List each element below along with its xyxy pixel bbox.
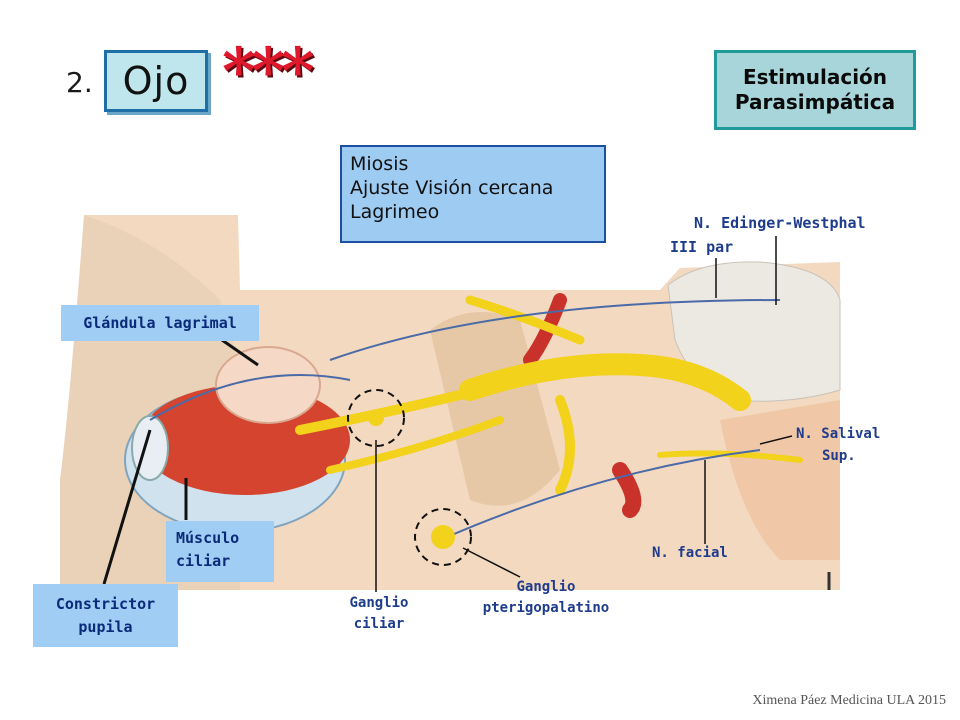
topic-title: Ojo xyxy=(122,59,190,103)
label-ciliary-muscle-line-1: Músculo xyxy=(176,529,240,547)
lacrimal-gland-shape xyxy=(215,346,321,424)
effects-box: Miosis Ajuste Visión cercana Lagrimeo xyxy=(340,145,606,243)
stimulation-line-2: Parasimpática xyxy=(734,90,896,114)
label-pupil-constrictor-line-1: Constrictor xyxy=(55,595,156,613)
label-facial-nerve: N. facial xyxy=(652,545,728,561)
label-lacrimal-gland-text: Glándula lagrimal xyxy=(83,314,237,332)
label-ciliary-muscle-line-2: ciliar xyxy=(176,551,231,570)
topic-title-box: Ojo xyxy=(104,50,208,112)
ciliary-ganglion-dot xyxy=(368,410,384,426)
bone-shade-2 xyxy=(720,400,840,560)
nerve-upper xyxy=(465,295,585,345)
label-pupil-constrictor-line-2: pupila xyxy=(78,617,133,636)
label-pterygo-line-2: pterigopalatino xyxy=(482,600,610,616)
pterygo-ganglion-circle xyxy=(414,508,472,566)
label-pterygopalatine-ganglion: Ganglio pterigopalatino xyxy=(480,577,612,619)
artery-2 xyxy=(612,462,642,518)
label-salivary-nucleus-line-1: N. Salival xyxy=(796,426,881,442)
label-ciliary-ganglion-line-1: Ganglio xyxy=(349,595,409,611)
label-pterygo-line-1: Ganglio xyxy=(516,579,576,595)
effect-item: Lagrimeo xyxy=(350,200,440,223)
footer-credit: Ximena Páez Medicina ULA 2015 xyxy=(752,693,946,708)
importance-stars: *** xyxy=(222,34,314,109)
label-ciliary-muscle: Músculo ciliar xyxy=(166,521,274,582)
nerve-oculomotor xyxy=(329,299,781,361)
stimulation-line-1: Estimulación xyxy=(742,65,888,89)
effect-item: Miosis xyxy=(350,153,409,175)
stimulation-type-box: Estimulación Parasimpática xyxy=(714,50,916,130)
nerve-blue-3 xyxy=(439,449,761,541)
trigeminal-nerve xyxy=(459,353,751,411)
leader-lacrimal xyxy=(221,338,259,367)
label-edinger-westphal: N. Edinger-Westphal xyxy=(694,214,866,232)
nerve-branch-3 xyxy=(555,395,575,495)
ciliary-ganglion-circle xyxy=(347,389,405,447)
label-pupil-constrictor: Constrictor pupila xyxy=(33,584,178,647)
label-lacrimal-gland: Glándula lagrimal xyxy=(61,305,259,341)
label-third-cranial-nerve: III par xyxy=(670,238,734,256)
leader-pterygo xyxy=(462,547,521,578)
label-ciliary-ganglion: Ganglio ciliar xyxy=(344,593,414,635)
artery xyxy=(523,293,567,367)
effect-item: Ajuste Visión cercana xyxy=(350,176,554,199)
leader-constrictor xyxy=(102,429,152,585)
nerve-facial xyxy=(657,450,803,463)
pterygo-ganglion-dot xyxy=(431,525,455,549)
label-ciliary-ganglion-line-2: ciliar xyxy=(353,616,405,632)
nerve-blue-2 xyxy=(149,374,351,421)
nerve-branch-1 xyxy=(295,385,485,435)
nerve-branch-2 xyxy=(326,416,504,474)
label-salivary-nucleus-line-2: Sup. xyxy=(822,448,856,464)
leader-salival xyxy=(759,435,793,445)
section-number: 2. xyxy=(66,66,93,99)
